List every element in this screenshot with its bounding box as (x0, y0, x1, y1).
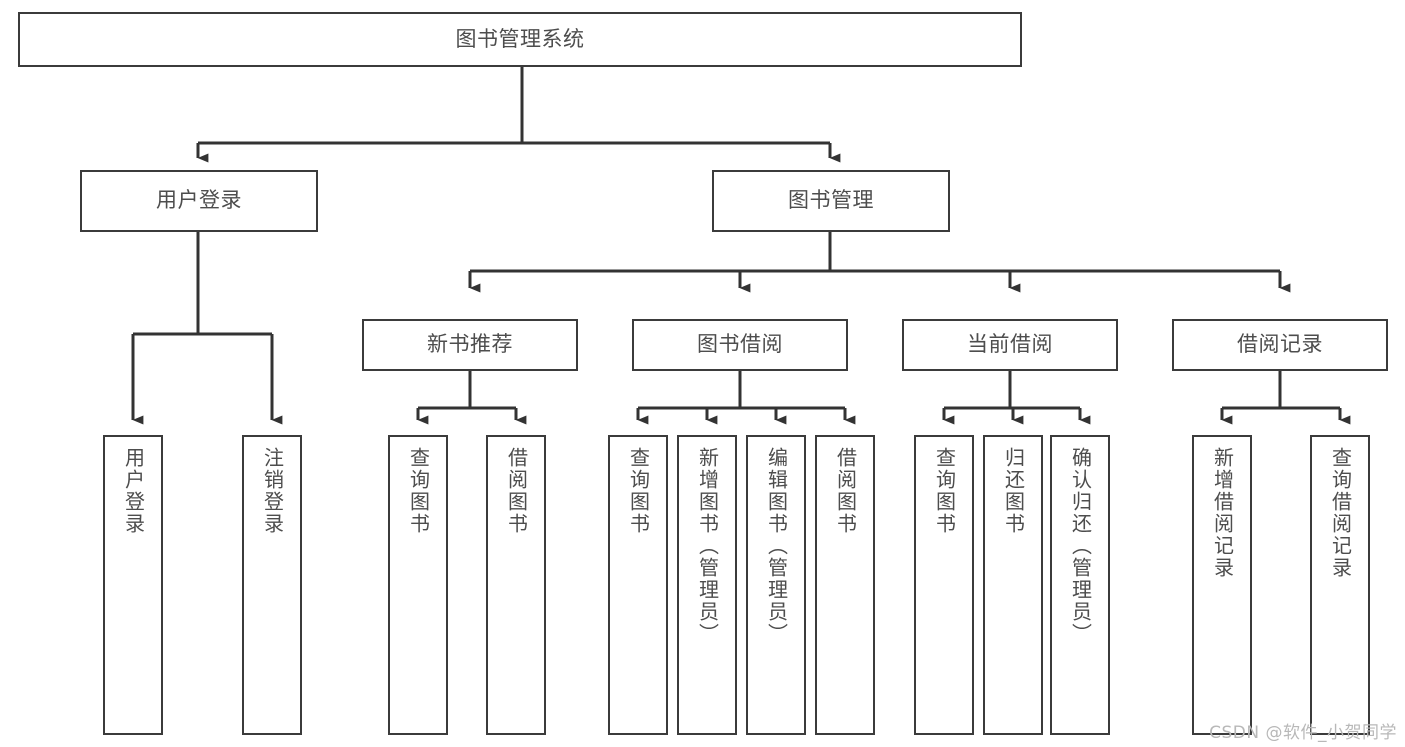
node-label: 新增图书（管理员） (695, 447, 720, 645)
node-label: 图书借阅 (697, 332, 783, 357)
leaf-edit-book-admin[interactable]: 编辑图书（管理员） (746, 435, 806, 735)
node-borrow-record[interactable]: 借阅记录 (1172, 319, 1388, 371)
leaf-return-book[interactable]: 归还图书 (983, 435, 1043, 735)
leaf-query-book-borrow[interactable]: 查询图书 (608, 435, 668, 735)
leaf-query-book-current[interactable]: 查询图书 (914, 435, 974, 735)
node-book-borrow[interactable]: 图书借阅 (632, 319, 848, 371)
leaf-query-book-recommend[interactable]: 查询图书 (388, 435, 448, 735)
node-root-book-management-system[interactable]: 图书管理系统 (18, 12, 1022, 67)
node-book-management[interactable]: 图书管理 (712, 170, 950, 232)
leaf-borrow-book[interactable]: 借阅图书 (815, 435, 875, 735)
node-current-borrow[interactable]: 当前借阅 (902, 319, 1118, 371)
leaf-borrow-book-recommend[interactable]: 借阅图书 (486, 435, 546, 735)
node-label: 借阅记录 (1237, 332, 1323, 357)
node-label: 图书管理 (788, 188, 874, 213)
node-label: 借阅图书 (504, 447, 529, 535)
leaf-query-borrow-record[interactable]: 查询借阅记录 (1310, 435, 1370, 735)
node-label: 新书推荐 (427, 332, 513, 357)
node-label: 当前借阅 (967, 332, 1053, 357)
node-new-book-recommend[interactable]: 新书推荐 (362, 319, 578, 371)
node-label: 图书管理系统 (455, 26, 585, 51)
node-label: 确认归还（管理员） (1068, 447, 1093, 645)
leaf-add-borrow-record[interactable]: 新增借阅记录 (1192, 435, 1252, 735)
leaf-user-login[interactable]: 用户登录 (103, 435, 163, 735)
node-label: 借阅图书 (833, 447, 858, 535)
leaf-logout[interactable]: 注销登录 (242, 435, 302, 735)
leaf-confirm-return-admin[interactable]: 确认归还（管理员） (1050, 435, 1110, 735)
node-label: 编辑图书（管理员） (764, 447, 789, 645)
node-label: 归还图书 (1001, 447, 1026, 535)
node-label: 查询图书 (932, 447, 957, 535)
node-label: 查询图书 (626, 447, 651, 535)
node-label: 查询借阅记录 (1328, 447, 1353, 579)
node-label: 查询图书 (406, 447, 431, 535)
node-label: 用户登录 (156, 188, 242, 213)
node-label: 新增借阅记录 (1210, 447, 1235, 579)
node-user-login[interactable]: 用户登录 (80, 170, 318, 232)
node-label: 用户登录 (121, 447, 146, 535)
node-label: 注销登录 (260, 447, 285, 535)
leaf-add-book-admin[interactable]: 新增图书（管理员） (677, 435, 737, 735)
